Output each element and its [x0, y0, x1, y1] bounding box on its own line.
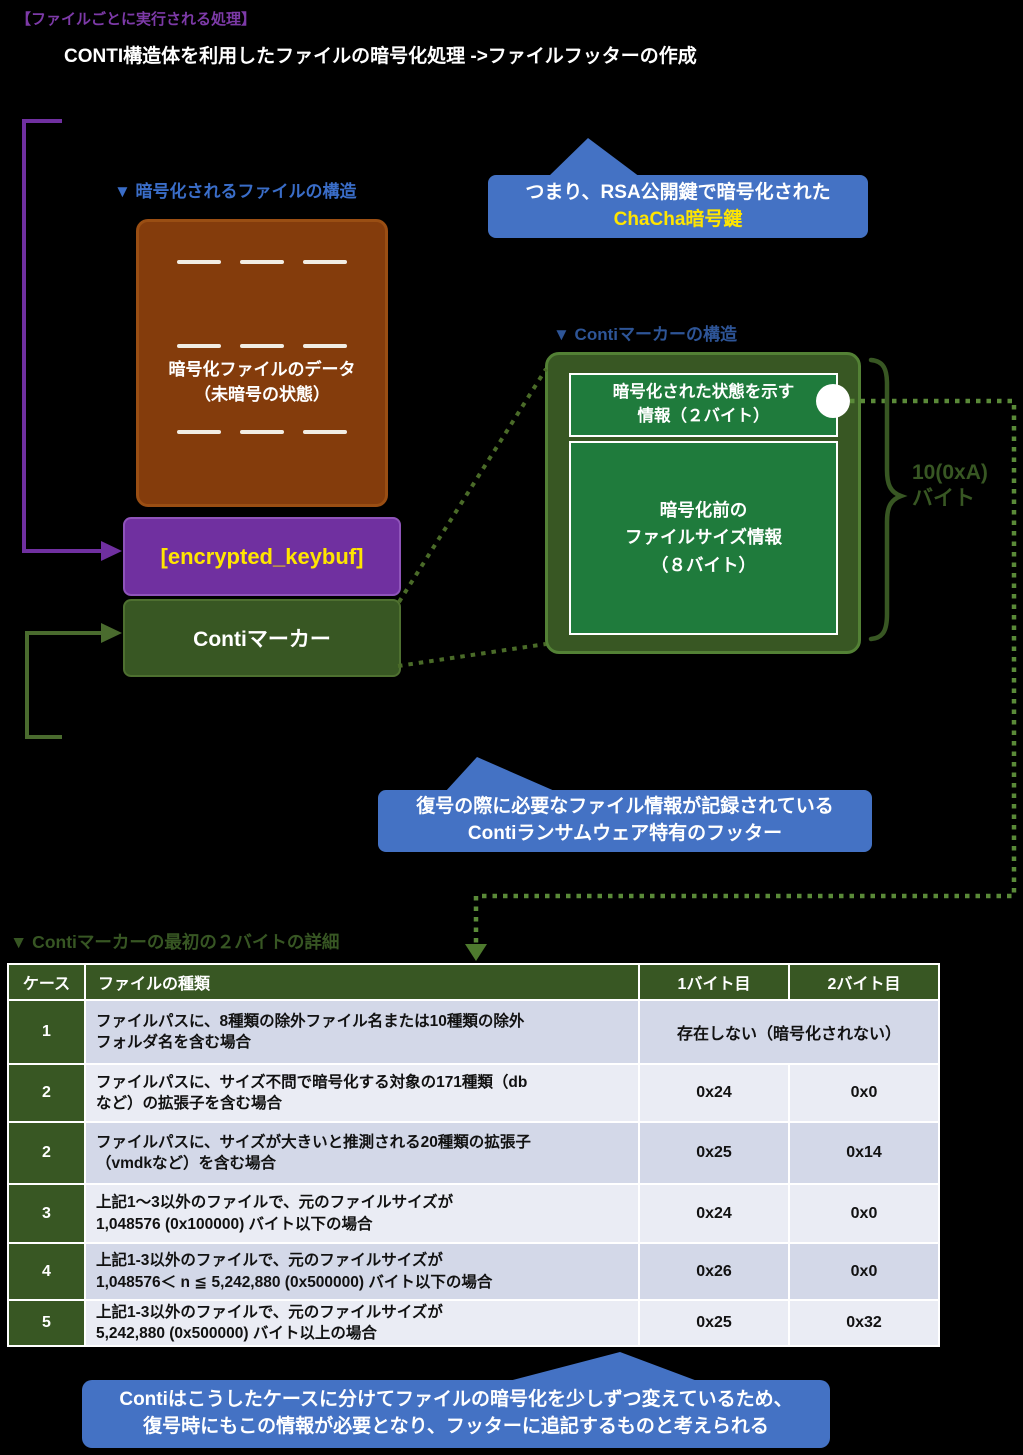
conclusion-callout: Contiはこうしたケースに分けてファイルの暗号化を少しずつ変えているため、 復… — [82, 1380, 830, 1448]
row-byte1: 0x25 — [640, 1123, 788, 1183]
keybuf-arrow-icon — [101, 541, 122, 561]
marker-structure-label: ▼ Contiマーカーの構造 — [553, 325, 737, 344]
row-byte2: 0x32 — [790, 1301, 938, 1345]
data-dashes-row3 — [139, 430, 385, 434]
dash-icon — [303, 260, 347, 264]
row-desc: 上記1〜3以外のファイルで、元のファイルサイズが 1,048576 (0x100… — [86, 1185, 638, 1242]
footer-info-callout: 復号の際に必要なファイル情報が記録されている Contiランサムウェア特有のフッ… — [378, 790, 872, 852]
col-header-case: ケース — [9, 965, 84, 999]
chacha-key-callout-line1: つまり、RSA公開鍵で暗号化された — [525, 181, 831, 203]
keybuf-bracket-line — [22, 119, 101, 553]
row-byte2: 0x0 — [790, 1065, 938, 1121]
zoom-diagonal-bottom — [397, 642, 547, 668]
page-title: CONTI構造体を利用したファイルの暗号化処理 ->ファイルフッターの作成 — [64, 46, 697, 67]
footer-callout-pointer-icon — [445, 757, 557, 792]
row-case: 1 — [9, 1001, 84, 1063]
chacha-key-callout: つまり、RSA公開鍵で暗号化された ChaCha暗号鍵 — [488, 175, 868, 238]
marker-filesize-field: 暗号化前の ファイルサイズ情報 （８バイト） — [569, 441, 838, 635]
dash-icon — [240, 430, 284, 434]
row-desc: ファイルパスに、サイズが大きいと推測される20種類の拡張子 （vmdkなど）を含… — [86, 1123, 638, 1183]
row-byte1: 0x24 — [640, 1185, 788, 1242]
marker-bytes-table: ケース ファイルの種類 1バイト目 2バイト目 1 ファイルパスに、8種類の除外… — [7, 963, 940, 1347]
col-header-file-type: ファイルの種類 — [86, 965, 638, 999]
zoom-diagonal-top — [397, 367, 548, 604]
chacha-callout-pointer-icon — [548, 138, 640, 177]
size-note-label: 10(0xA) バイト — [912, 461, 988, 511]
data-dashes-row2 — [139, 344, 385, 348]
chacha-key-callout-line2: ChaCha暗号鍵 — [613, 208, 743, 230]
row-desc: ファイルパスに、8種類の除外ファイル名または10種類の除外 フォルダ名を含む場合 — [86, 1001, 638, 1063]
conclusion-callout-line2: 復号時にもこの情報が必要となり、フッターに追記するものと考えられる — [143, 1416, 769, 1437]
row-byte1: 0x26 — [640, 1244, 788, 1299]
file-data-label: 暗号化ファイルのデータ （未暗号の状態） — [168, 360, 356, 404]
dash-icon — [303, 430, 347, 434]
row-byte1: 0x24 — [640, 1065, 788, 1121]
row-case: 5 — [9, 1301, 84, 1345]
dash-icon — [177, 260, 221, 264]
marker-structure-box: 暗号化された状態を示す 情報（２バイト） 暗号化前の ファイルサイズ情報 （８バ… — [545, 352, 861, 654]
conclusion-callout-pointer-icon — [505, 1352, 700, 1382]
file-structure-label: ▼ 暗号化されるファイルの構造 — [114, 182, 357, 201]
marker-bracket-line — [25, 631, 101, 739]
marker-state-field: 暗号化された状態を示す 情報（２バイト） — [569, 373, 838, 437]
encrypted-keybuf-box: [encrypted_keybuf] — [123, 517, 401, 596]
encrypted-keybuf-label: [encrypted_keybuf] — [160, 543, 364, 569]
process-scope-label: 【ファイルごとに実行される処理】 — [16, 11, 257, 28]
row-case: 4 — [9, 1244, 84, 1299]
dash-icon — [240, 344, 284, 348]
row-case: 2 — [9, 1065, 84, 1121]
dash-icon — [177, 344, 221, 348]
file-data-box: 暗号化ファイルのデータ （未暗号の状態） — [136, 219, 388, 507]
dash-icon — [303, 344, 347, 348]
size-brace-icon — [868, 357, 908, 642]
dash-icon — [177, 430, 221, 434]
footer-info-callout-line1: 復号の際に必要なファイル情報が記録されている — [416, 796, 834, 818]
row-case: 2 — [9, 1123, 84, 1183]
data-dashes-row1 — [139, 260, 385, 264]
row-byte2: 0x0 — [790, 1244, 938, 1299]
marker-arrow-icon — [101, 623, 122, 643]
footer-info-callout-line2: Contiランサムウェア特有のフッター — [467, 823, 783, 844]
row-byte-merged: 存在しない（暗号化されない） — [640, 1001, 938, 1063]
row-byte1: 0x25 — [640, 1301, 788, 1345]
col-header-byte1: 1バイト目 — [640, 965, 788, 999]
row-desc: ファイルパスに、サイズ不問で暗号化する対象の171種類（db など）の拡張子を含… — [86, 1065, 638, 1121]
col-header-byte2: 2バイト目 — [790, 965, 938, 999]
conti-marker-box: Contiマーカー — [123, 599, 401, 677]
conclusion-callout-line1: Contiはこうしたケースに分けてファイルの暗号化を少しずつ変えているため、 — [119, 1389, 793, 1411]
row-desc: 上記1-3以外のファイルで、元のファイルサイズが 5,242,880 (0x50… — [86, 1301, 638, 1345]
row-byte2: 0x14 — [790, 1123, 938, 1183]
conti-marker-label: Contiマーカー — [193, 628, 331, 651]
table-pointer-arrow-icon — [465, 944, 487, 961]
row-desc: 上記1-3以外のファイルで、元のファイルサイズが 1,048576＜ n ≦ 5… — [86, 1244, 638, 1299]
dash-icon — [240, 260, 284, 264]
row-byte2: 0x0 — [790, 1185, 938, 1242]
row-case: 3 — [9, 1185, 84, 1242]
table-title: ▼ Contiマーカーの最初の２バイトの詳細 — [10, 932, 340, 952]
